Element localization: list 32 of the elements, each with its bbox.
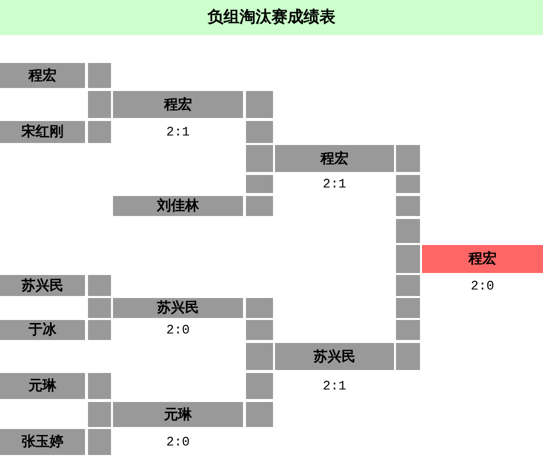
player-cell: 程宏 bbox=[113, 91, 243, 118]
bracket-connector bbox=[88, 275, 111, 308]
player-cell: 苏兴民 bbox=[275, 343, 394, 370]
player-cell: 元琳 bbox=[0, 373, 85, 399]
bracket-connector bbox=[396, 259, 420, 370]
player-cell: 程宏 bbox=[0, 63, 85, 88]
bracket-connector bbox=[246, 356, 273, 427]
match-score: 2:1 bbox=[322, 380, 346, 392]
player-cell: 程宏 bbox=[275, 145, 394, 172]
bracket-connector bbox=[88, 414, 111, 455]
player-cell: 苏兴民 bbox=[0, 275, 85, 296]
player-cell: 宋红刚 bbox=[0, 121, 85, 143]
bracket-connector bbox=[246, 158, 273, 216]
bracket-connector bbox=[88, 63, 111, 104]
bracket-connector bbox=[88, 104, 111, 143]
player-cell: 张玉婷 bbox=[0, 429, 85, 455]
title-banner: 负组淘汰赛成绩表 bbox=[0, 0, 543, 35]
match-score: 2:0 bbox=[470, 279, 494, 292]
player-cell: 元琳 bbox=[113, 402, 243, 427]
champion-cell: 程宏 bbox=[422, 245, 543, 273]
match-score: 2:0 bbox=[166, 436, 190, 448]
player-cell: 刘佳林 bbox=[113, 196, 243, 216]
bracket-connector bbox=[88, 308, 111, 340]
player-cell: 于冰 bbox=[0, 320, 85, 340]
match-score: 2:1 bbox=[322, 178, 346, 190]
bracket-connector bbox=[88, 373, 111, 414]
match-score: 2:0 bbox=[166, 324, 190, 336]
player-cell: 苏兴民 bbox=[113, 298, 243, 318]
match-score: 2:1 bbox=[166, 126, 190, 138]
bracket-connector bbox=[396, 145, 420, 259]
bracket-connector bbox=[246, 298, 273, 356]
bracket-connector bbox=[246, 91, 273, 158]
